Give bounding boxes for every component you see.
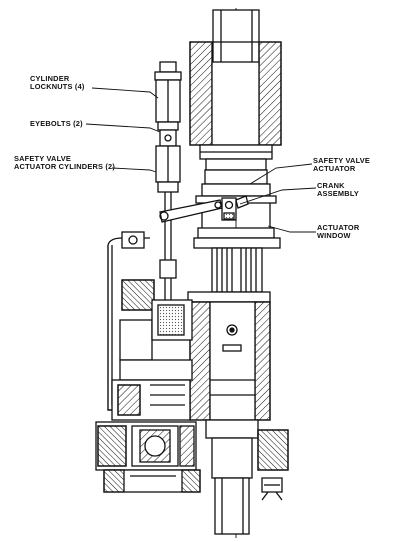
valve-housing [187,291,271,421]
label-cylinder-locknuts-line2: LOCKNUTS (4) [30,82,85,92]
upper-collar [189,41,282,171]
label-sv-cylinders-line1: SAFETY VALVE [14,154,72,163]
label-safety-valve-actuator: SAFETY VALVE ACTUATOR [313,156,371,174]
label-crank-assembly: CRANK ASSEMBLY [317,181,359,199]
label-cylinder-locknuts: CYLINDER LOCKNUTS (4) [30,74,85,92]
actuator-cylinder-stack [154,61,182,300]
label-actuator-window: ACTUATOR WINDOW [317,223,360,241]
lower-left-block [95,359,201,493]
label-safety-valve-actuator-cylinders: SAFETY VALVE ACTUATOR CYLINDERS (2) [14,154,116,172]
label-window-line1: ACTUATOR [317,223,360,232]
label-window-line2: WINDOW [317,231,351,241]
spline-section [211,247,263,293]
label-eyebolts: EYEBOLTS (2) [30,119,83,128]
lower-right-flange [257,429,289,501]
linkage-arm [159,199,223,223]
label-sv-cylinders-line2: ACTUATOR CYLINDERS (2) [14,162,116,172]
upper-stem [212,9,260,65]
crank-assembly [221,195,249,221]
label-cylinder-locknuts-line1: CYLINDER [30,74,70,83]
label-crank-line1: CRANK [317,181,345,190]
label-eyebolts-text: EYEBOLTS (2) [30,119,83,128]
label-sv-actuator-line1: SAFETY VALVE [313,156,371,165]
label-sv-actuator-line2: ACTUATOR [313,164,356,174]
lower-stem [205,419,259,535]
label-crank-line2: ASSEMBLY [317,189,359,199]
leader-lines [85,87,317,233]
